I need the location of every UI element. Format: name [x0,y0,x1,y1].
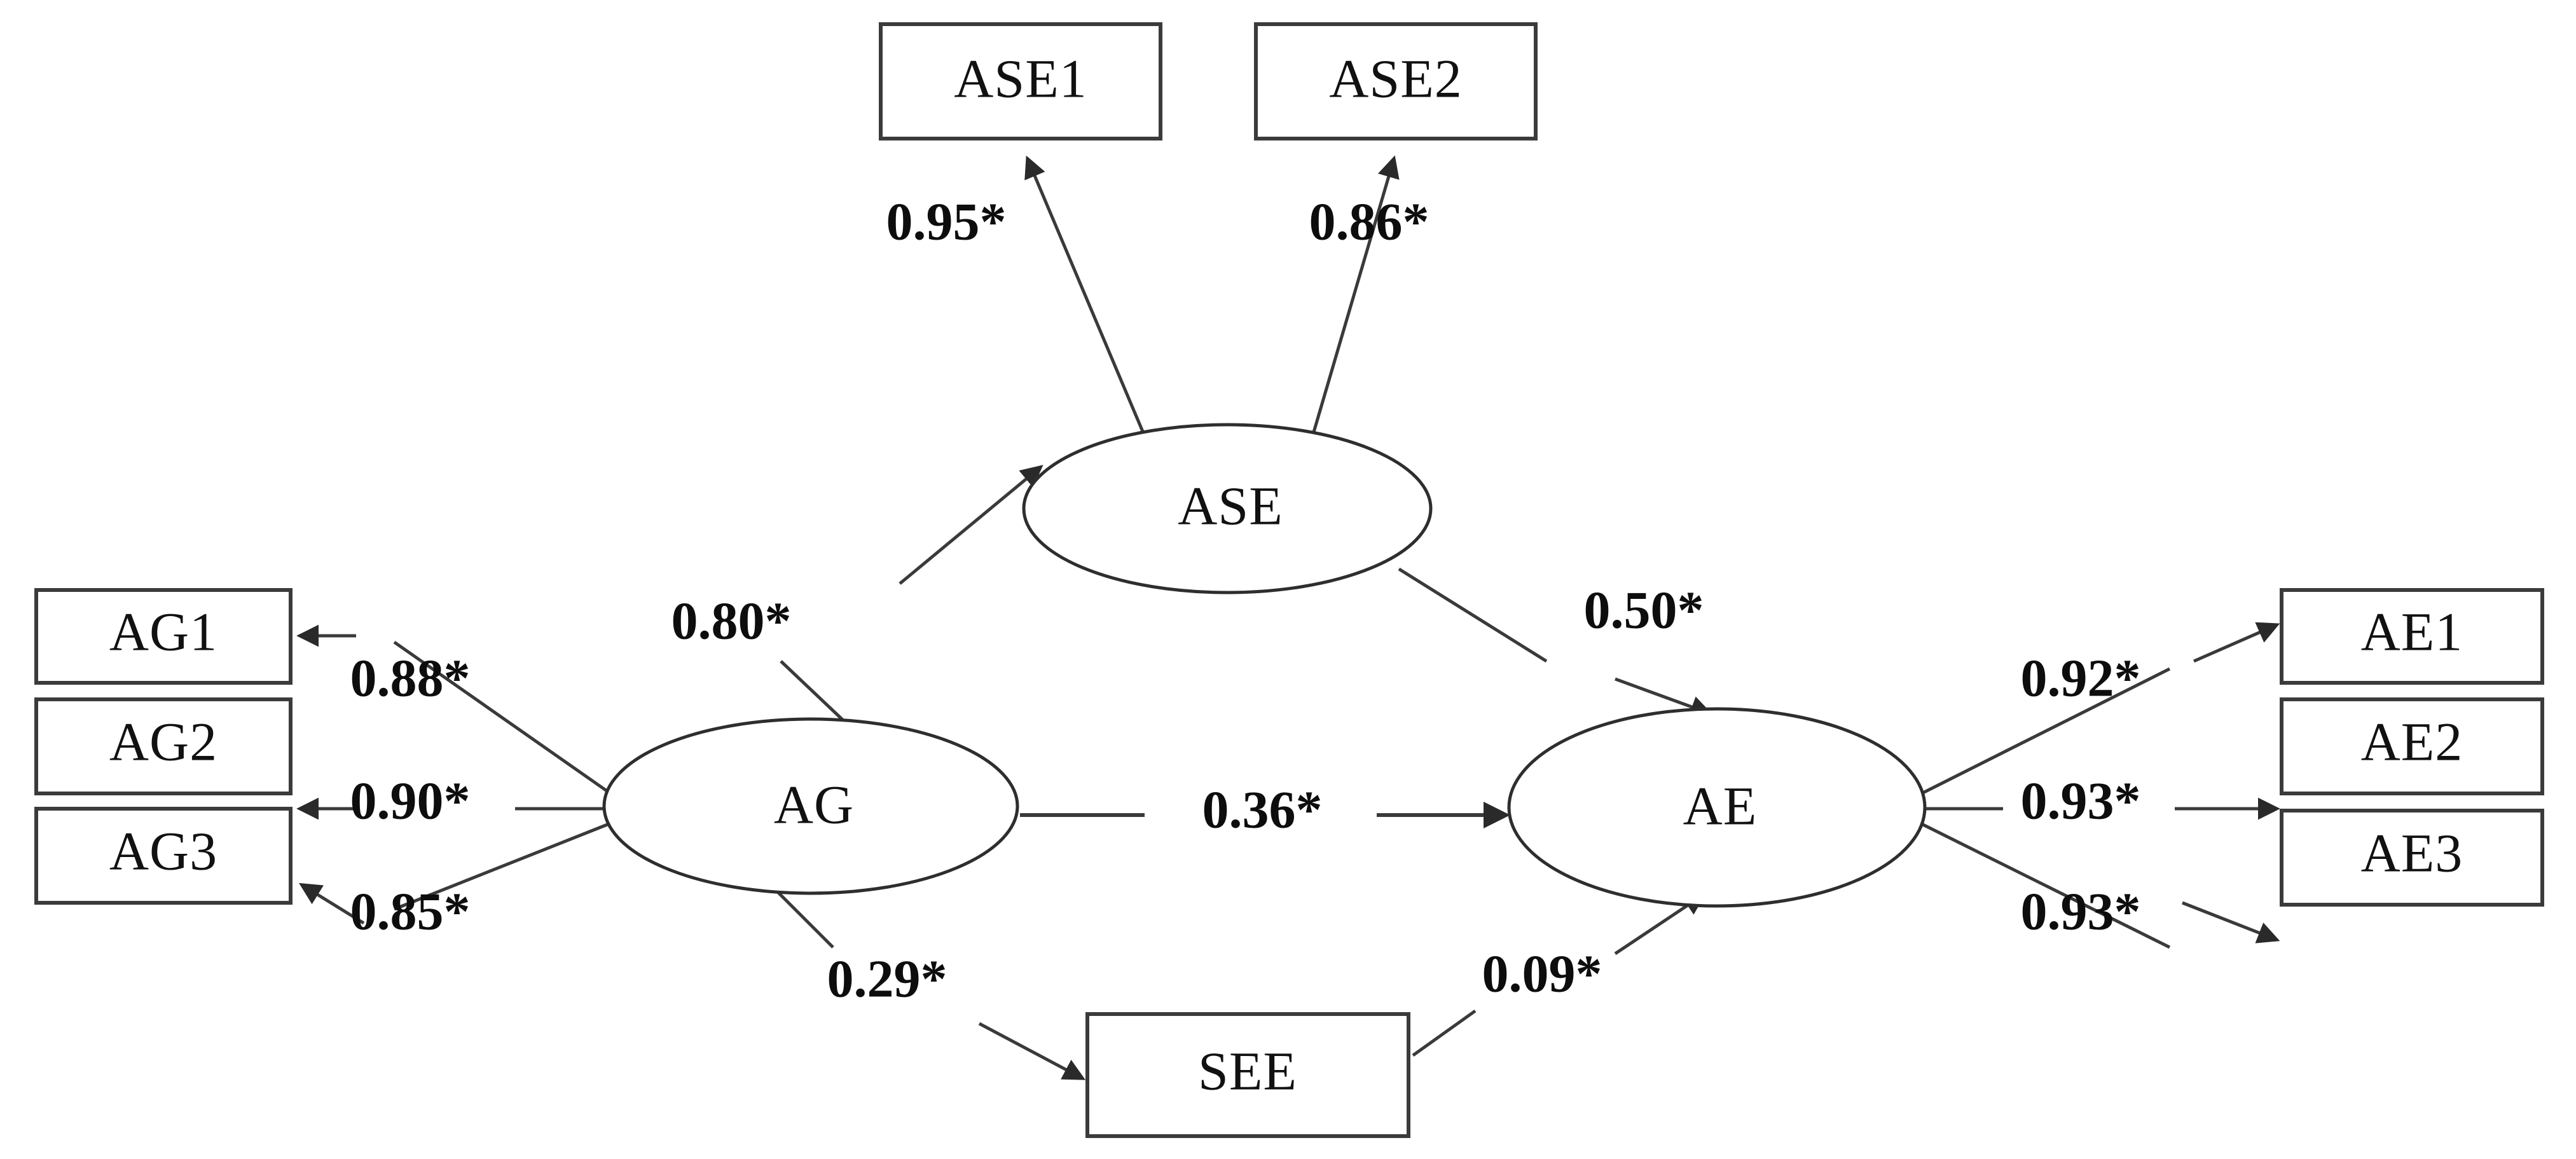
coefficient-label-ae-ae2: 0.93* [2021,771,2141,830]
observed-node-ae1-label: AE1 [2361,601,2463,662]
coefficient-label-ase-ae: 0.50* [1584,580,1704,640]
observed-node-ag2[interactable]: AG2 [34,697,293,795]
observed-node-ae2-label: AE2 [2361,711,2463,772]
latent-node-ag-label: AG [774,774,854,835]
observed-node-ase1-label: ASE1 [954,48,1087,109]
observed-node-ag3-label: AG3 [109,821,217,882]
coefficient-label-see-ae: 0.09* [1482,944,1602,1003]
latent-node-ase-label: ASE [1178,476,1283,537]
observed-node-ase2-label: ASE2 [1329,48,1462,109]
observed-node-ag3[interactable]: AG3 [34,807,293,905]
latent-node-ag[interactable]: AG [602,717,1019,895]
latent-node-ae[interactable]: AE [1507,707,1927,908]
observed-node-ae1[interactable]: AE1 [2280,588,2544,685]
edge-ag-to-see [775,889,1086,1080]
coefficient-label-ag-ag3: 0.85* [350,882,471,941]
observed-node-ae2[interactable]: AE2 [2280,697,2544,795]
edge-ase-to-ae [1398,567,1713,718]
edge-ase-to-ase2 [1308,155,1400,446]
coefficient-label-ase-ase1: 0.95* [886,192,1007,251]
latent-node-ase[interactable]: ASE [1022,423,1433,594]
coefficient-label-ae-ae1: 0.92* [2021,648,2141,708]
edge-ae-to-ae1 [1920,622,2280,795]
observed-node-ag1[interactable]: AG1 [34,588,293,685]
coefficient-label-ag-see: 0.29* [827,949,947,1008]
coefficient-label-ag-ag2: 0.90* [350,771,471,830]
observed-node-see-label: SEE [1198,1041,1297,1102]
edge-ag-to-ag3 [299,821,611,925]
observed-node-ae3[interactable]: AE3 [2280,809,2544,907]
edge-ag-to-ag1 [296,624,612,795]
observed-node-ag1-label: AG1 [109,601,217,662]
observed-node-ase2[interactable]: ASE2 [1254,22,1538,141]
coefficient-label-ag-ae: 0.36* [1202,780,1323,839]
observed-node-ase1[interactable]: ASE1 [879,22,1162,141]
latent-node-ae-label: AE [1683,776,1758,837]
coefficient-label-ae-ae3: 0.93* [2021,882,2141,941]
observed-node-ae3-label: AE3 [2361,823,2463,884]
observed-node-ag2-label: AG2 [109,711,217,772]
observed-node-see[interactable]: SEE [1085,1012,1410,1138]
edge-ae-to-ae3 [1920,822,2280,949]
coefficient-label-ag-ag1: 0.88* [350,648,471,708]
coefficient-label-ase-ase2: 0.86* [1309,192,1429,251]
edge-ag-to-ase [780,465,1043,721]
edge-ase-to-ase1 [1024,155,1150,446]
coefficient-label-ag-ase: 0.80* [672,591,792,650]
